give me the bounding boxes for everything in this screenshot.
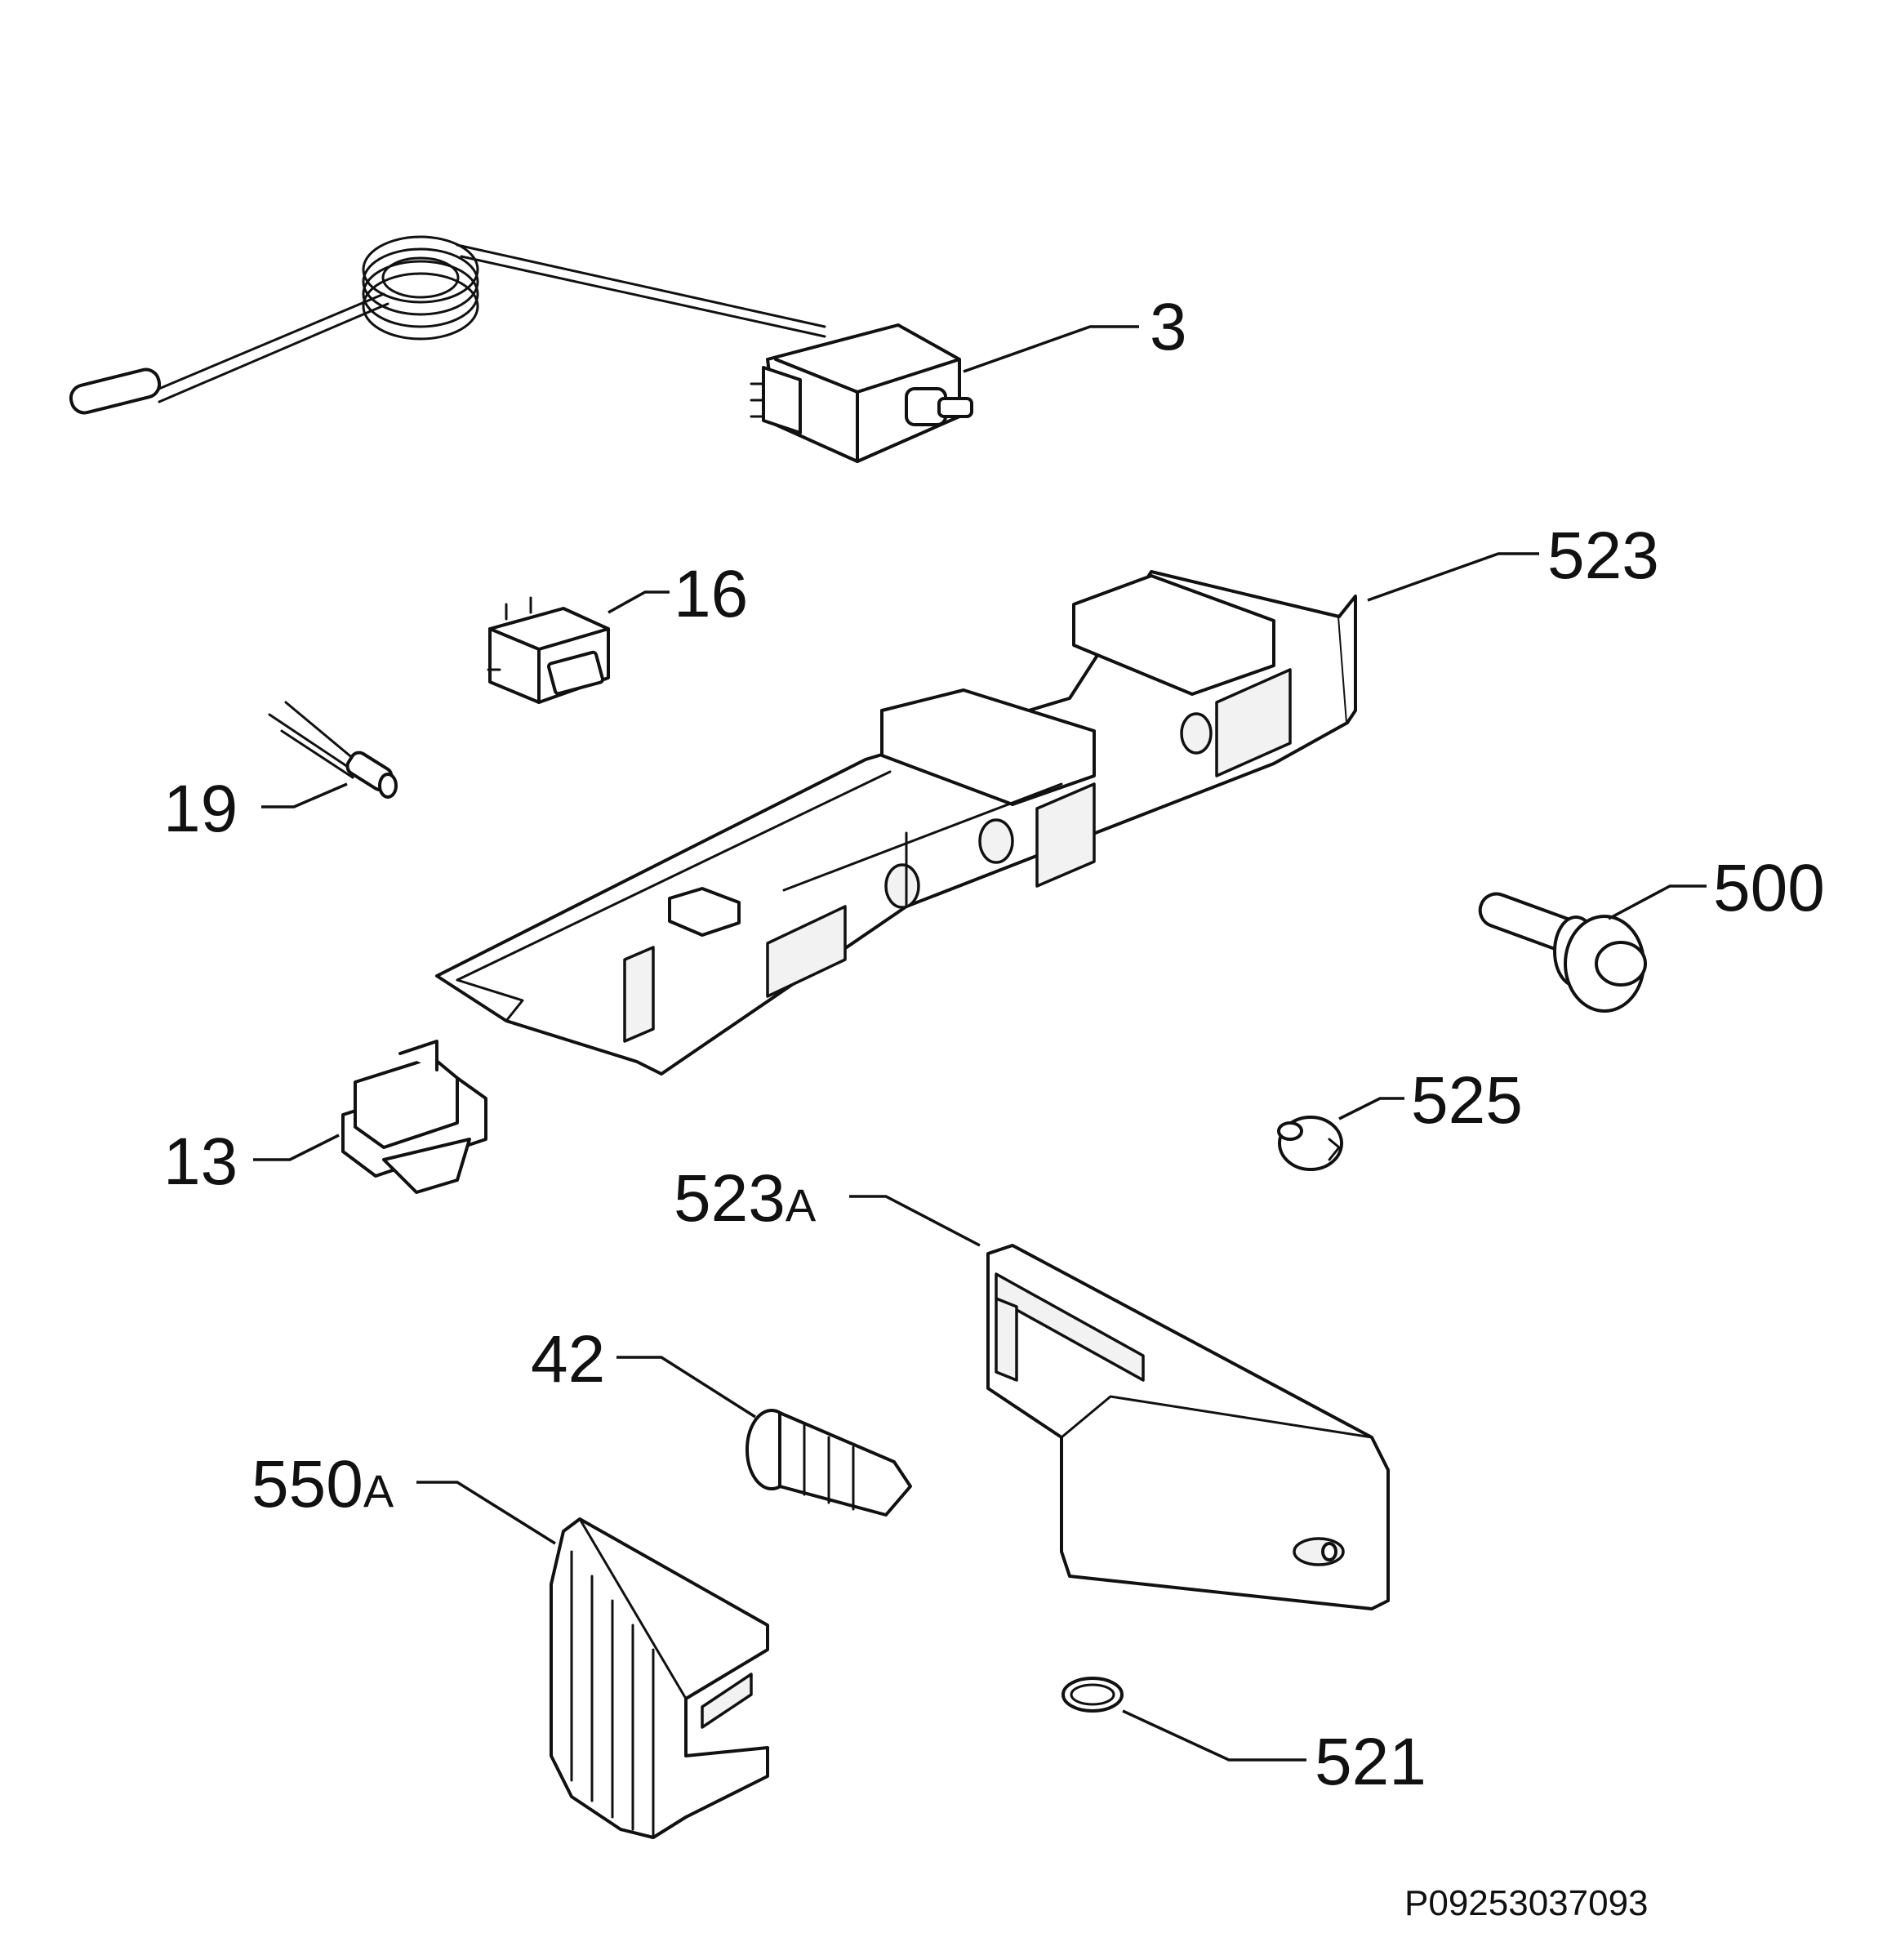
label-523a: 523A [674,1161,817,1236]
leader-500 [1608,884,1707,920]
leader-13 [253,1134,340,1161]
part-523-housing[interactable] [435,570,1357,1076]
leader-523 [1367,552,1539,602]
leader-521 [1122,1709,1306,1762]
leader-523a [849,1195,981,1247]
leader-550a [416,1481,556,1545]
label-521: 521 [1315,1725,1426,1799]
drawing-code: P09253037093 [1404,1883,1649,1923]
label-500: 500 [1713,851,1825,925]
part-19-lamp[interactable] [268,701,398,799]
part-16-switch[interactable] [487,596,610,704]
part-500-knob[interactable] [1475,889,1647,1013]
label-42: 42 [531,1322,605,1396]
part-521-o-ring[interactable] [1061,1677,1124,1713]
part-13-door-switch[interactable] [341,1040,487,1194]
part-523a-end-cover[interactable] [986,1244,1390,1610]
part-42-lamp-holder[interactable] [745,1409,912,1517]
label-13: 13 [163,1125,238,1199]
leader-525 [1338,1097,1404,1120]
leader-3 [963,325,1139,373]
leader-16 [608,590,670,614]
part-3-thermostat[interactable] [69,235,973,463]
label-523: 523 [1547,519,1659,593]
label-16: 16 [674,557,748,631]
label-550a: 550A [251,1447,394,1521]
leader-19 [261,782,348,808]
label-19: 19 [163,772,238,846]
part-525-cap[interactable] [1277,1116,1343,1171]
label-525: 525 [1411,1063,1523,1138]
label-3: 3 [1150,290,1187,364]
leader-42 [616,1356,756,1419]
part-550a-handle-cap[interactable] [550,1517,769,1839]
